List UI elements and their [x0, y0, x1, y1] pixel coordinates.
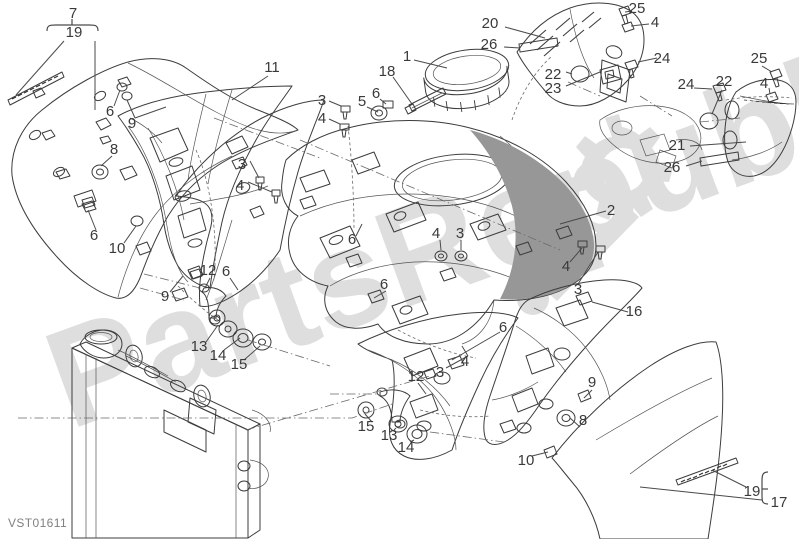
callout-number: 19 — [744, 483, 761, 500]
callout-number: 9 — [588, 374, 596, 391]
callout-number: 3 — [318, 92, 326, 109]
callout-number: 4 — [432, 225, 440, 242]
callout-number: 4 — [760, 75, 768, 92]
callout-number: 17 — [771, 494, 788, 511]
callout-number: 4 — [461, 353, 469, 370]
callout-number: 14 — [210, 347, 227, 364]
callout-number: 8 — [579, 412, 587, 429]
callout-number: 13 — [191, 338, 208, 355]
callout-number: 6 — [380, 276, 388, 293]
callout-number: 4 — [651, 14, 659, 31]
part-23-bracket — [599, 64, 622, 85]
part-1-filler-ring — [423, 48, 510, 113]
hardware-5-6-upper — [339, 100, 394, 138]
callout-number: 6 — [90, 227, 98, 244]
diagram-code-label: VST01611 — [8, 516, 67, 530]
hardware-25-4-right — [765, 68, 783, 103]
leader-lines — [15, 10, 773, 505]
assembly-axis-lines — [18, 81, 741, 443]
callout-number: 24 — [678, 76, 695, 93]
callout-number: 10 — [518, 452, 535, 469]
part-22-grommet-left — [570, 65, 590, 83]
part-26-strip-upper — [518, 37, 559, 53]
callout-number: 10 — [109, 240, 126, 257]
part-19-decal-right — [675, 457, 739, 486]
part-26-strip-lower — [699, 151, 740, 167]
callout-number: 26 — [481, 36, 498, 53]
callout-number: 3 — [238, 156, 246, 173]
hardware-3-4-centre — [434, 250, 468, 262]
radiator-reference — [71, 329, 271, 539]
callout-number: 6 — [499, 319, 507, 336]
callout-number: 20 — [482, 15, 499, 32]
callout-number: 7 — [69, 5, 77, 22]
part-11-inner-fairing — [117, 85, 293, 302]
callout-number: 9 — [128, 115, 136, 132]
hardware-24 — [624, 59, 727, 102]
callout-number: 6 — [106, 103, 114, 120]
callout-number: 23 — [545, 80, 562, 97]
part-7-left-fairing-panel — [11, 58, 299, 299]
callout-number: 3 — [456, 225, 464, 242]
callout-number: 11 — [264, 59, 280, 76]
callout-number: 1 — [403, 48, 411, 65]
callout-number: 25 — [751, 50, 768, 67]
frame-reference-outline — [599, 105, 703, 169]
callout-number: 9 — [161, 288, 169, 305]
hardware-3-4-right — [577, 240, 606, 260]
callout-number: 26 — [664, 159, 681, 176]
callout-number: 18 — [379, 63, 396, 80]
callout-number: 4 — [318, 110, 326, 127]
callout-number: 12 — [408, 368, 425, 385]
callout-number: 2 — [607, 202, 615, 219]
part-16-side-panel — [483, 279, 643, 445]
part-18-pin — [404, 87, 447, 115]
callout-number: 4 — [236, 177, 244, 194]
callout-number: 6 — [348, 231, 356, 248]
callout-number: 8 — [110, 141, 118, 158]
callout-number: 14 — [398, 439, 415, 456]
part-19-decal-left — [7, 71, 65, 106]
part-20-vented-cover — [516, 2, 645, 107]
part-2-tank-cover — [281, 120, 597, 345]
callout-number: 5 — [358, 93, 366, 110]
callout-number: 16 — [626, 303, 643, 320]
watermark-layer: PartsRepublik — [27, 0, 799, 458]
callout-number: 6 — [372, 85, 380, 102]
callout-number: 19 — [66, 24, 83, 41]
callout-number: 13 — [381, 427, 398, 444]
callout-number: 3 — [574, 281, 582, 298]
callout-number: 12 — [200, 262, 217, 279]
hardware-left-cluster — [81, 76, 144, 227]
callout-number: 25 — [629, 0, 646, 17]
part-11-upper-shroud — [175, 99, 325, 307]
part-22-grommet-right — [699, 112, 719, 130]
hardware-3-4-left — [255, 176, 281, 204]
part-21-side-cover — [722, 79, 797, 177]
callout-number: 24 — [654, 50, 671, 67]
part-17-side-panel — [551, 341, 724, 539]
callout-number: 6 — [222, 263, 230, 280]
callout-number: 15 — [358, 418, 375, 435]
assembly-dashed-lines — [177, 55, 793, 418]
callout-number: 22 — [545, 66, 562, 83]
callout-number: 15 — [231, 356, 248, 373]
callout-number: 4 — [562, 258, 570, 275]
callout-number: 3 — [436, 364, 444, 381]
callout-number: 21 — [669, 137, 686, 154]
callout-number: 22 — [716, 73, 733, 90]
watermark-text: PartsRepublik — [27, 0, 799, 458]
hardware-25-4-top — [618, 5, 635, 33]
